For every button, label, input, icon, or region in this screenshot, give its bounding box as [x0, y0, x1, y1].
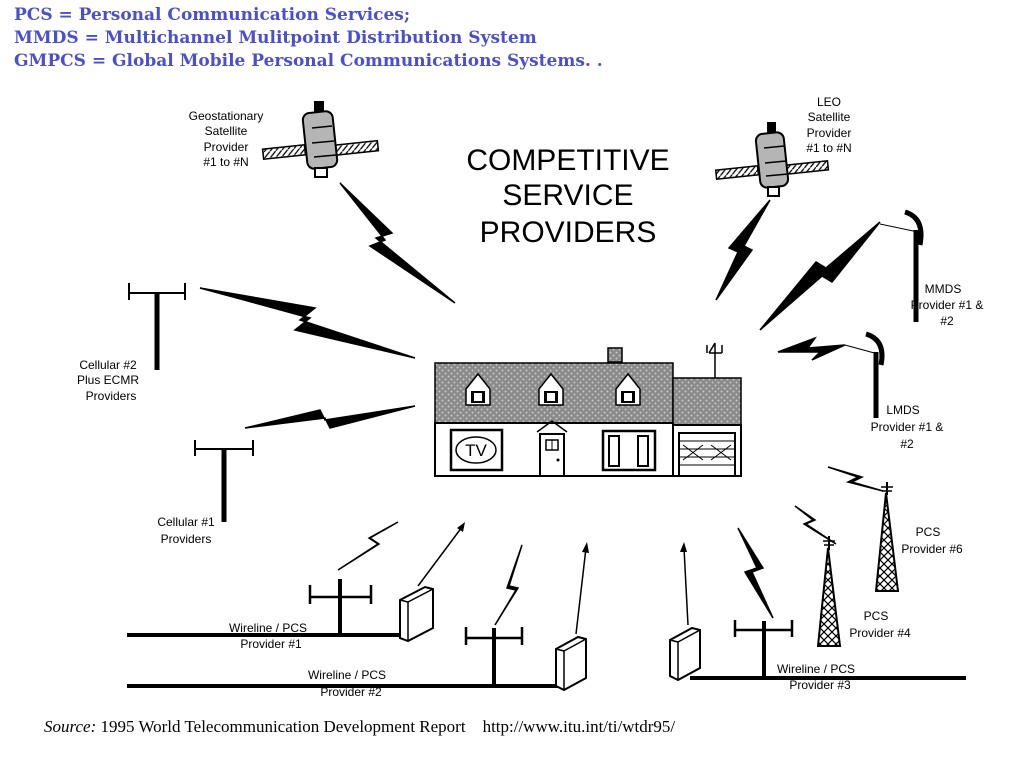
- abbreviation-definitions: PCS = Personal Communication Services; M…: [14, 4, 603, 73]
- bolt-mmds: [759, 221, 881, 331]
- svg-text:Wireline / PCS: Wireline / PCS: [229, 621, 307, 635]
- pcs-4-provider-label: PCS Provider #4: [849, 609, 911, 640]
- svg-text:Provider #3: Provider #3: [789, 678, 851, 692]
- title-line-3: PROVIDERS: [480, 216, 657, 249]
- svg-text:#2: #2: [940, 314, 954, 328]
- cellular-1-provider-label: Cellular #1 Providers: [157, 515, 215, 546]
- cellular-2-provider-label: Cellular #2 Plus ECMR Providers: [77, 358, 139, 403]
- bolt-cellular-1: [244, 405, 416, 429]
- svg-text:Providers: Providers: [86, 389, 137, 403]
- bolt-leo: [715, 199, 771, 301]
- svg-text:Provider #1: Provider #1: [240, 637, 302, 651]
- bolt-cellular-2: [199, 287, 416, 359]
- definition-pcs: PCS = Personal Communication Services;: [14, 5, 411, 25]
- svg-text:Plus ECMR: Plus ECMR: [77, 373, 139, 387]
- svg-text:LMDS: LMDS: [886, 403, 919, 417]
- bolt-wireline-3: [737, 527, 774, 619]
- front-door: [536, 420, 568, 477]
- svg-text:Wireline / PCS: Wireline / PCS: [308, 668, 386, 682]
- bolt-pcs-6: [827, 466, 884, 492]
- svg-text:Satellite: Satellite: [205, 124, 248, 138]
- bolt-geostationary: [339, 182, 456, 304]
- geostationary-satellite-icon: [261, 101, 380, 178]
- wireless-signal-bolts: [199, 182, 884, 626]
- bolt-wireline-2: [494, 544, 523, 626]
- title-line-1: COMPETITIVE: [466, 144, 669, 177]
- tv-icon: TV: [449, 428, 504, 472]
- wireline-2-box-icon: [555, 542, 589, 692]
- svg-text:Provider: Provider: [204, 140, 249, 154]
- lmds-provider-label: LMDS Provider #1 & #2: [871, 403, 944, 451]
- svg-text:Provider #6: Provider #6: [901, 542, 963, 556]
- svg-text:Geostationary: Geostationary: [189, 109, 264, 123]
- lmds-antenna-icon: [844, 331, 885, 418]
- mmds-antenna-icon: [879, 209, 924, 322]
- bolt-lmds: [777, 336, 846, 361]
- source-citation: Source: 1995 World Telecommunication Dev…: [44, 717, 675, 737]
- svg-text:Satellite: Satellite: [808, 110, 851, 124]
- definition-gmpcs: GMPCS = Global Mobile Personal Communica…: [14, 51, 603, 71]
- title-line-2: SERVICE: [502, 179, 633, 212]
- front-window: [601, 429, 657, 472]
- bolt-wireline-1: [337, 521, 399, 571]
- source-text: 1995 World Telecommunication Development…: [96, 717, 676, 736]
- svg-text:Cellular #2: Cellular #2: [79, 358, 137, 372]
- svg-text:#1 to #N: #1 to #N: [203, 155, 248, 169]
- svg-text:#1 to #N: #1 to #N: [806, 141, 851, 155]
- wireline-1-provider-label: Wireline / PCS Provider #1: [229, 621, 307, 651]
- svg-text:Provider #4: Provider #4: [849, 626, 911, 640]
- wireline-network: [127, 579, 966, 688]
- svg-text:PCS: PCS: [864, 609, 889, 623]
- bolt-pcs-4: [794, 505, 837, 545]
- pcs-4-tower-icon: [816, 536, 842, 647]
- svg-text:Provider: Provider: [807, 126, 852, 140]
- diagram-title: COMPETITIVE SERVICE PROVIDERS: [466, 144, 669, 249]
- source-label: Source:: [44, 717, 97, 736]
- svg-text:MMDS: MMDS: [925, 282, 962, 296]
- svg-text:Wireline / PCS: Wireline / PCS: [777, 662, 855, 676]
- wireline-1-box-icon: [399, 522, 465, 643]
- house-icon: TV: [434, 342, 742, 477]
- tv-label: TV: [465, 441, 487, 460]
- leo-satellite-icon: [714, 122, 830, 197]
- svg-text:Providers: Providers: [161, 532, 212, 546]
- svg-text:#2: #2: [900, 437, 914, 451]
- definition-mmds: MMDS = Multichannel Mulitpoint Distribut…: [14, 28, 537, 48]
- svg-text:Cellular #1: Cellular #1: [157, 515, 215, 529]
- cellular-2-pole-icon: [128, 283, 186, 370]
- wireline-3-box-icon: [669, 542, 701, 682]
- pcs-6-provider-label: PCS Provider #6: [901, 525, 963, 556]
- svg-text:Provider #1 &: Provider #1 &: [911, 298, 984, 312]
- geostationary-provider-label: Geostationary Satellite Provider #1 to #…: [189, 109, 264, 169]
- svg-text:PCS: PCS: [916, 525, 941, 539]
- dormer-windows: [465, 372, 641, 406]
- leo-provider-label: LEO Satellite Provider #1 to #N: [806, 95, 851, 155]
- mmds-provider-label: MMDS Provider #1 & #2: [911, 282, 984, 328]
- svg-text:LEO: LEO: [817, 95, 841, 109]
- svg-text:Provider #1 &: Provider #1 &: [871, 420, 944, 434]
- pcs-6-tower-icon: [874, 482, 900, 592]
- wireline-3-provider-label: Wireline / PCS Provider #3: [777, 662, 855, 692]
- cellular-1-pole-icon: [194, 440, 254, 522]
- svg-text:Provider #2: Provider #2: [320, 685, 382, 699]
- garage-door: [678, 432, 736, 477]
- wireline-2-provider-label: Wireline / PCS Provider #2: [308, 668, 386, 699]
